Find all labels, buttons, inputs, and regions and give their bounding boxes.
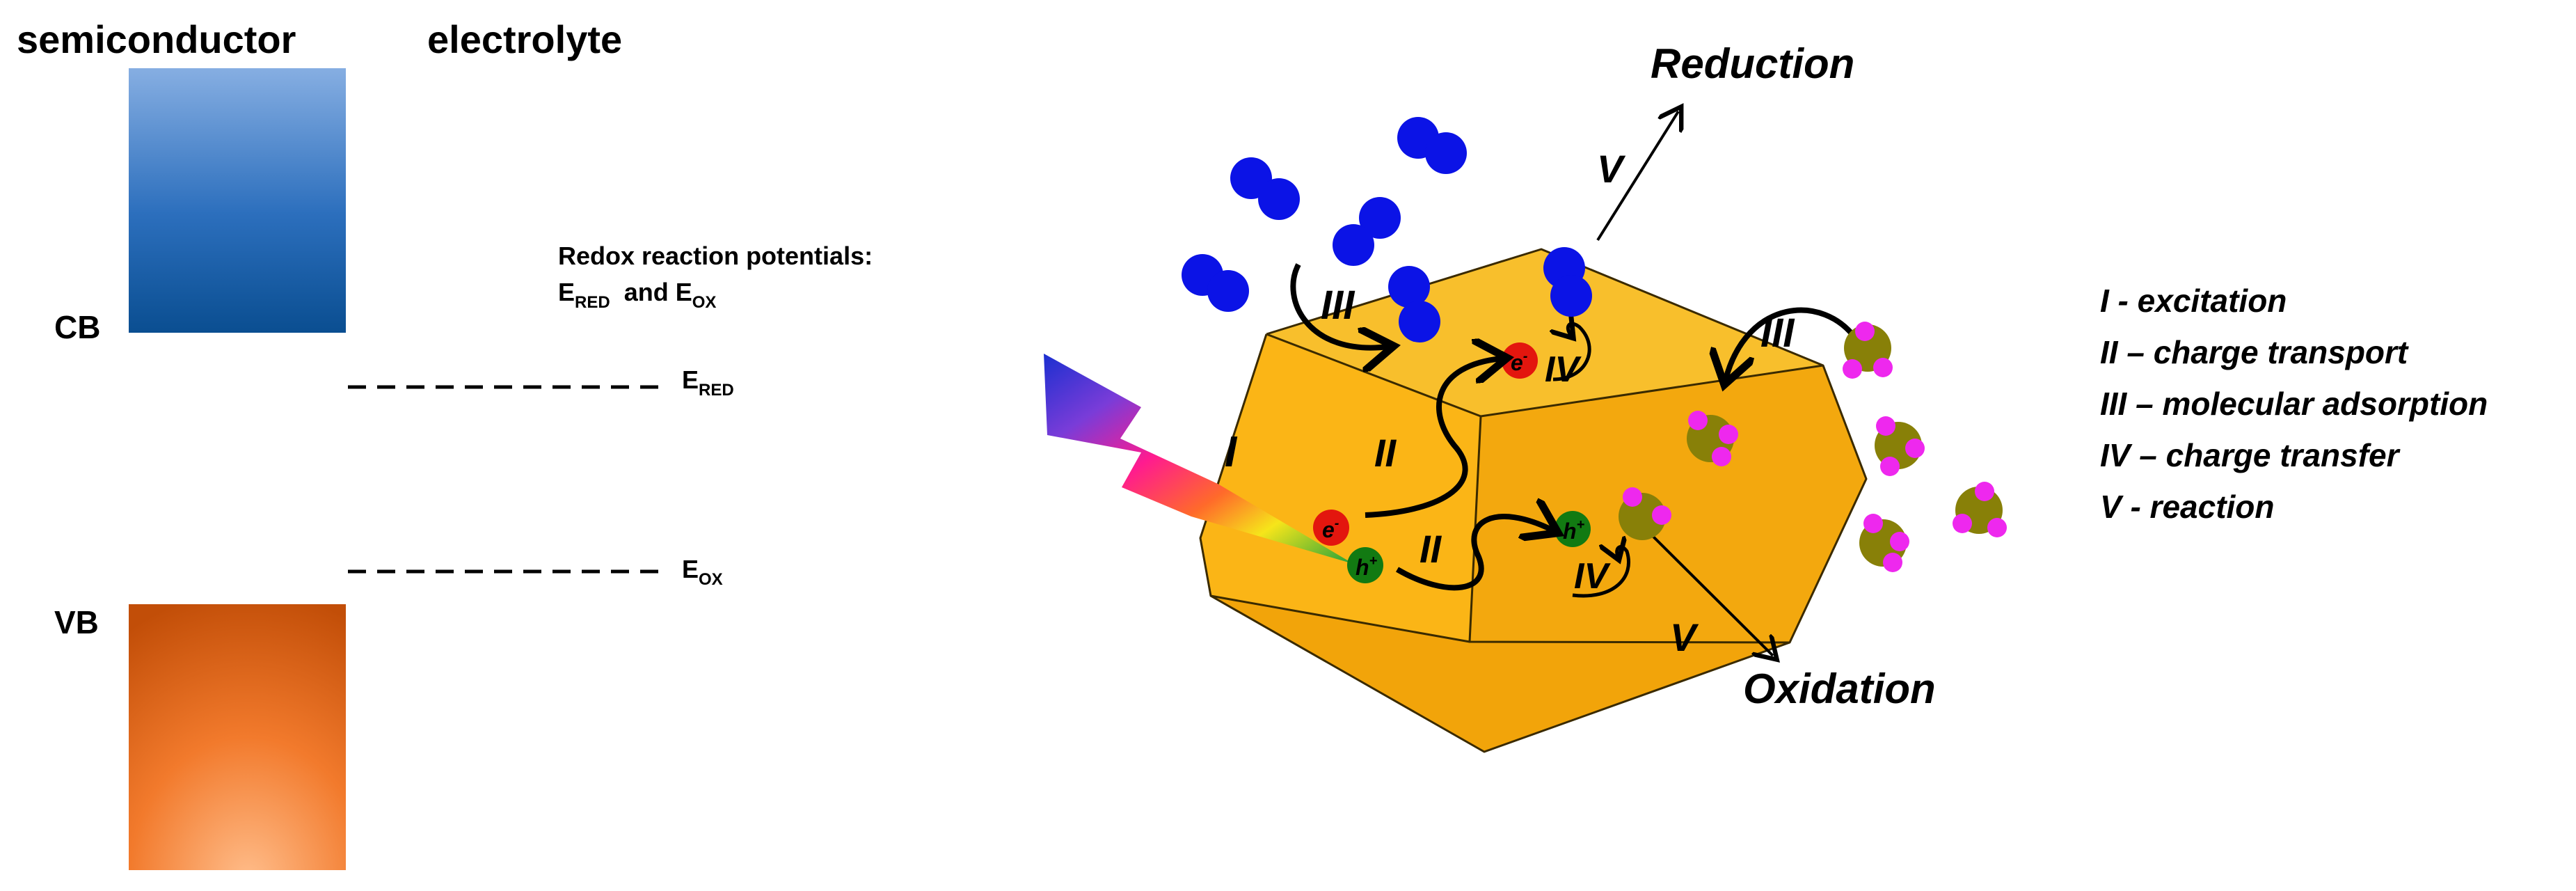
svg-text:h+: h+ [1355,553,1378,580]
blue-molecule [1543,247,1592,317]
reduction-arrow [1596,111,1678,242]
legend: I - excitation II – charge transport III… [2100,283,2488,525]
crystal-top-face [1266,249,1823,416]
light-bolt-icon [1044,354,1353,564]
step-v-label-bottom: V [1670,615,1699,659]
olive-molecule [1953,482,2007,537]
redox-subtitle: ERED and EOX [558,278,716,312]
electron-surface: e- [1502,342,1538,379]
step-ii-label-bottom: II [1420,527,1442,571]
blue-molecule [1333,197,1401,266]
crystal-bottom-face [1211,596,1790,752]
svg-text:e-: e- [1322,516,1339,542]
crystal-left-face [1200,334,1481,642]
adsorption-arrow-right [1726,307,1859,379]
olive-molecule [1859,514,1909,572]
legend-item-reaction: V - reaction [2100,489,2275,525]
legend-item-molecular-adsorption: III – molecular adsorption [2100,386,2488,422]
blue-molecule [1397,117,1467,174]
oxidation-arrow [1651,535,1773,656]
step-ii-label-top: II [1374,431,1397,475]
blue-molecule [1388,266,1440,342]
olive-molecule [1687,411,1738,466]
hole-transport-arrow [1395,517,1553,591]
electron: e- [1313,510,1349,546]
conduction-band [129,68,346,333]
electrolyte-label: electrolyte [427,17,622,61]
hole-surface: h+ [1555,511,1591,547]
step-iii-label-left: III [1321,283,1355,328]
valence-band [129,604,346,870]
charge-transfer-arrow-top [1553,324,1591,381]
legend-item-excitation: I - excitation [2100,283,2287,319]
adsorption-arrow-left [1290,263,1388,348]
legend-item-charge-transport: II – charge transport [2100,334,2409,370]
crystal-particle [1199,248,1868,753]
olive-molecule [1843,322,1893,379]
electron-transport-arrow [1365,358,1502,518]
vb-label: VB [54,604,99,640]
semiconductor-label: semiconductor [17,17,296,61]
cb-label: CB [54,309,100,345]
redox-title: Redox reaction potentials: [558,242,873,270]
step-v-label-top: V [1597,147,1626,191]
legend-item-charge-transfer: IV – charge transfer [2100,437,2401,473]
blue-molecule [1182,254,1249,312]
oxidation-label: Oxidation [1743,665,1936,712]
svg-text:h+: h+ [1563,517,1585,544]
olive-molecule [1875,416,1925,476]
e-ox-label: EOX [682,555,723,589]
crystal-right-face [1470,365,1866,642]
e-red-label: ERED [682,365,734,400]
olive-molecules [1619,322,2007,572]
step-iv-label-top: IV [1545,349,1582,390]
step-iv-label-bottom: IV [1574,556,1611,597]
charge-transfer-arrow-bottom [1572,547,1630,598]
olive-molecule [1619,487,1671,540]
step-iii-label-right: III [1760,310,1795,356]
reduction-label: Reduction [1651,40,1854,87]
step-i-label: I [1225,428,1238,476]
blue-molecule [1230,157,1300,220]
blue-molecules [1182,117,1592,342]
hole: h+ [1347,547,1383,583]
